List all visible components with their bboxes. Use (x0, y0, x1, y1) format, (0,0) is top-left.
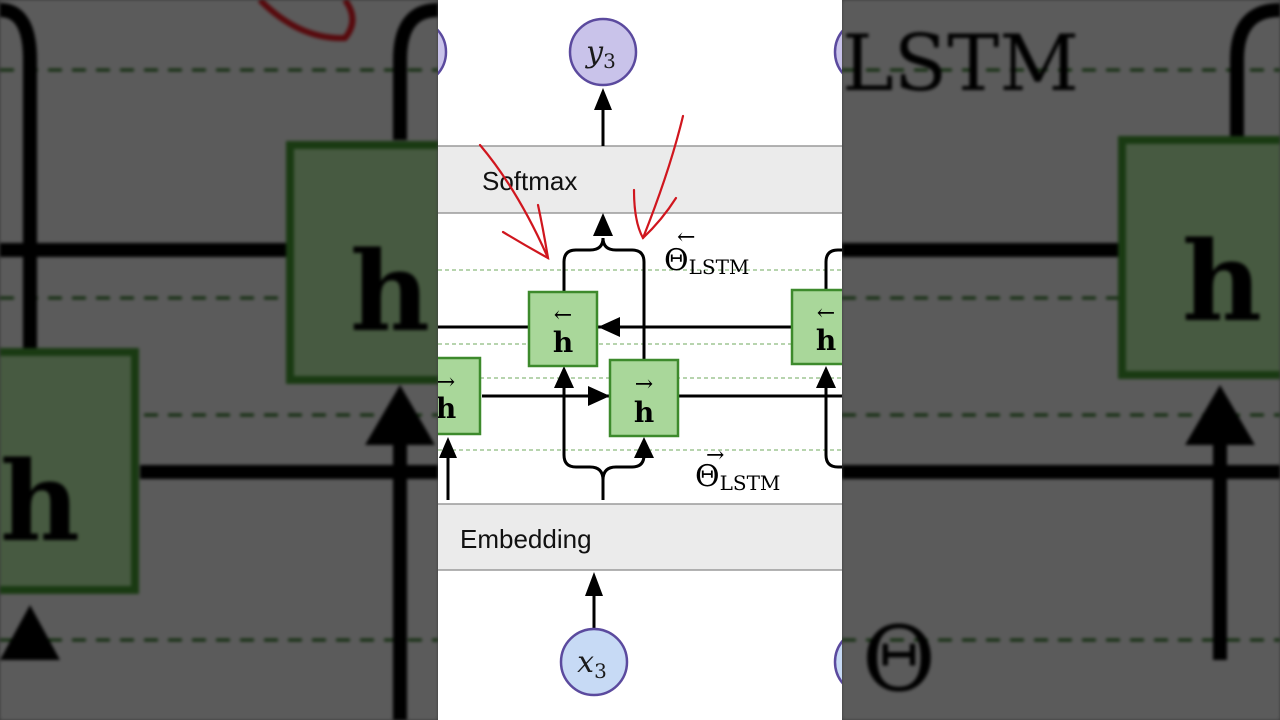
forward-h-label: h (634, 396, 654, 429)
svg-text:→: → (438, 370, 455, 395)
embedding-layer (438, 503, 842, 571)
output-node-symbol: y (584, 35, 604, 70)
forward-cell-input-arrow (634, 437, 654, 458)
forward-recurrent-arrow (588, 386, 610, 406)
neighbor-output-node-left (438, 28, 448, 76)
red-annotation-arrows (478, 114, 685, 261)
softmax-label: Softmax (482, 166, 577, 196)
neighbor-input-node (833, 639, 842, 685)
svg-text:ΘLSTM: ΘLSTM (695, 459, 780, 495)
zoomed-background-left: h h (0, 0, 438, 720)
backward-lstm-params-label: ← ΘLSTM (664, 225, 749, 279)
forward-hidden-cell: → h (608, 358, 680, 438)
svg-text:h: h (0, 437, 80, 566)
svg-text:h: h (350, 227, 430, 356)
svg-text:x3: x3 (577, 645, 607, 683)
svg-text:←: ← (677, 225, 695, 250)
neighbor-forward-cell: → h (438, 356, 482, 436)
svg-text:h: h (438, 392, 456, 425)
input-node: x3 (559, 627, 629, 697)
input-arrow (585, 572, 603, 596)
backward-h-label: h (553, 326, 573, 359)
svg-text:h: h (816, 324, 836, 357)
output-node: y3 (568, 17, 638, 87)
svg-text:→: → (706, 443, 724, 468)
input-node-symbol: x (577, 645, 594, 680)
svg-text:Θ: Θ (862, 607, 936, 712)
zoomed-background-right: h LSTM Θ (842, 0, 1280, 720)
forward-arrow-glyph: → (635, 372, 653, 397)
embedding-label: Embedding (460, 524, 592, 554)
layer-guide-lines (438, 269, 842, 451)
input-node-subscript: 3 (594, 659, 607, 683)
backward-arrow-glyph: ← (554, 303, 572, 328)
backward-cell-input-arrow (554, 366, 574, 388)
forward-lstm-params-label: → ΘLSTM (695, 443, 780, 495)
zoomed-lstm-text: LSTM (842, 19, 1079, 109)
backward-hidden-cell: ← h (527, 290, 599, 368)
neighbor-backward-cell: ← h (790, 288, 842, 366)
neighbor-output-node (833, 29, 842, 75)
svg-text:←: ← (817, 301, 835, 326)
bilstm-diagram: ← h → h → h ← h y3 (438, 0, 842, 720)
svg-text:y3: y3 (584, 35, 616, 73)
svg-text:h: h (1182, 217, 1262, 346)
backward-recurrent-arrow (598, 317, 620, 337)
output-node-subscript: 3 (603, 49, 616, 73)
softmax-input-arrow (593, 213, 613, 236)
output-arrow (594, 88, 612, 110)
svg-text:ΘLSTM: ΘLSTM (664, 243, 749, 279)
